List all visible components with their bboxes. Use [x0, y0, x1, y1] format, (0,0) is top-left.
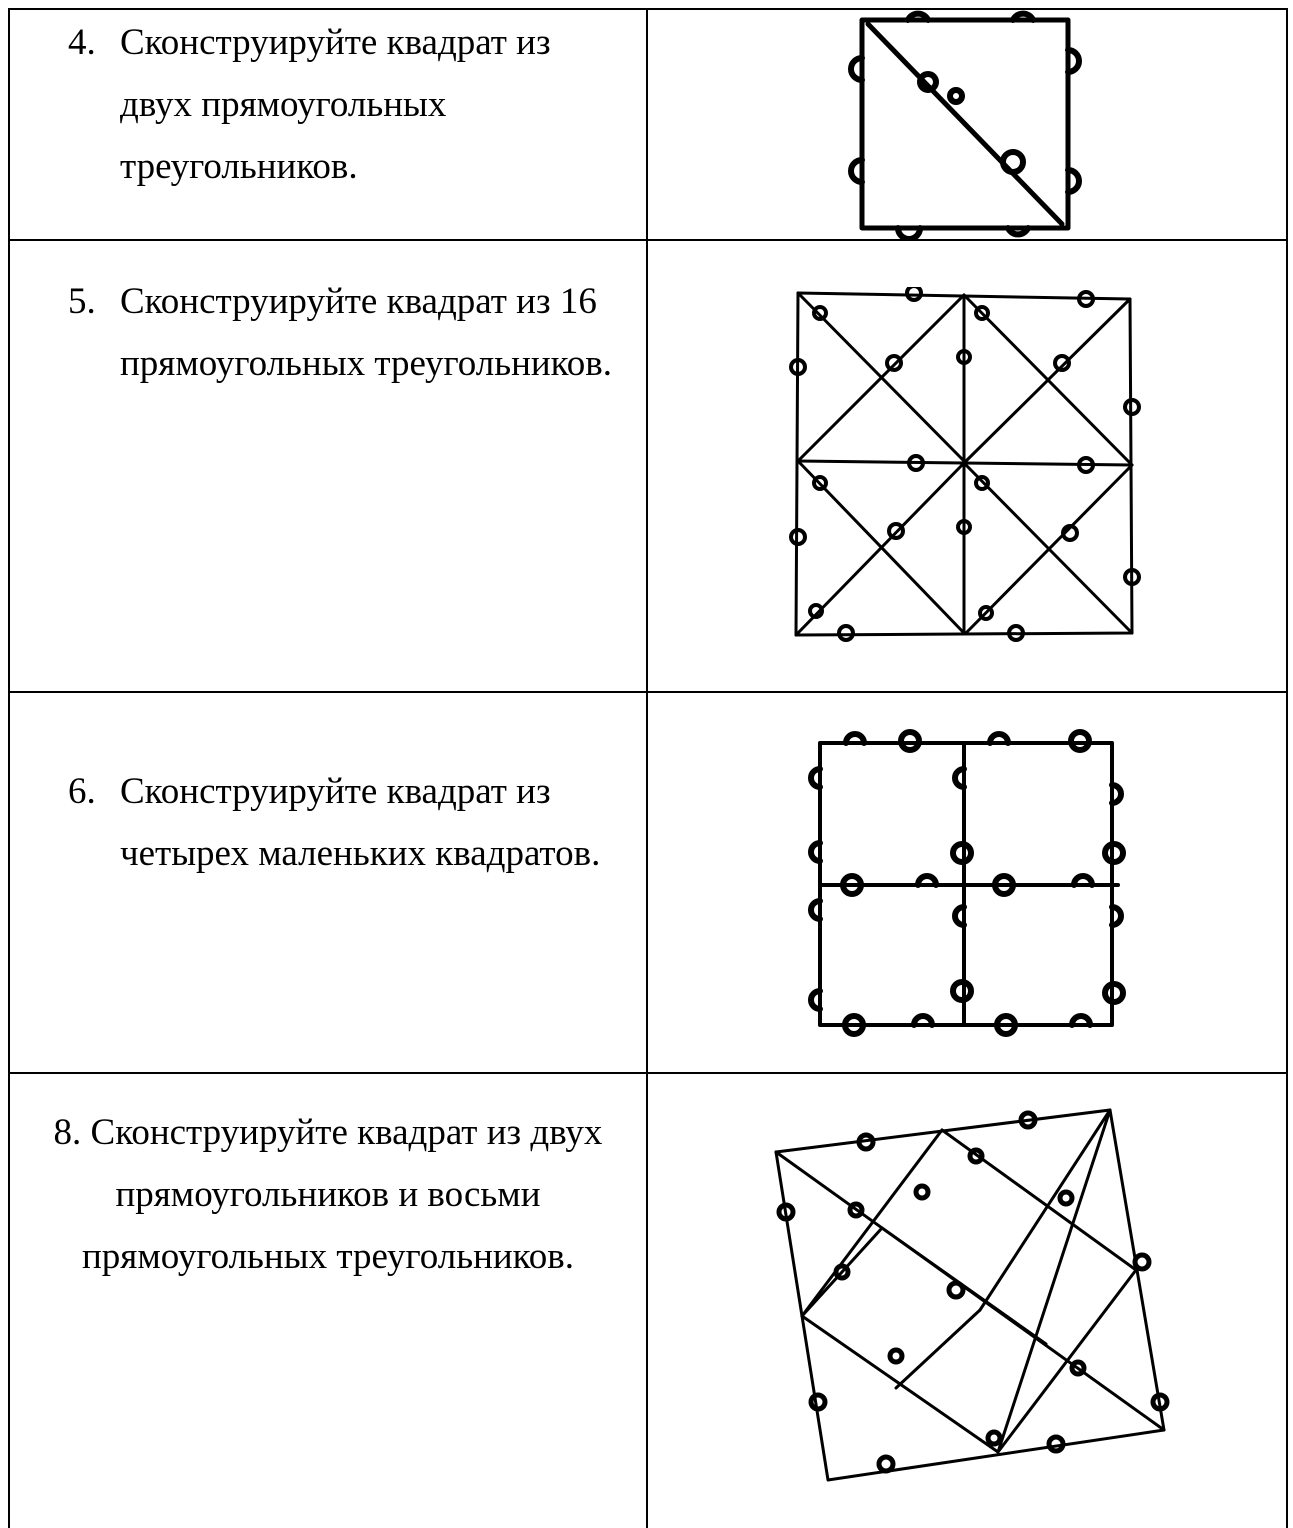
task-line: треугольников.	[120, 146, 358, 187]
column-divider	[646, 8, 648, 1528]
task-line: Сконструируйте квадрат из	[120, 771, 551, 812]
table-row: 5. Сконструируйте квадрат из 16 прямоуго…	[10, 241, 1286, 691]
task-number: 4.	[68, 22, 96, 63]
task-line: прямоугольников и восьми	[115, 1174, 541, 1215]
table-border-top	[8, 8, 1288, 10]
task-line: прямоугольных треугольников.	[120, 343, 612, 384]
task-line: Сконструируйте квадрат из 16	[120, 281, 597, 322]
task-line: 8. Сконструируйте квадрат из двух	[53, 1112, 603, 1153]
task-text: 4. Сконструируйте квадрат из двух прямоу…	[10, 12, 646, 198]
task-text: 8. Сконструируйте квадрат из двух прямоу…	[10, 1102, 646, 1288]
row-divider	[8, 239, 1288, 241]
task-line: Сконструируйте квадрат из	[120, 22, 551, 63]
row-divider	[8, 1072, 1288, 1074]
table-row: 4. Сконструируйте квадрат из двух прямоу…	[10, 10, 1286, 240]
task-line: четырех маленьких квадратов.	[120, 833, 601, 874]
square-sixteen-triangles-figure	[789, 287, 1141, 642]
table-row: 8. Сконструируйте квадрат из двух прямоу…	[10, 1074, 1286, 1528]
table-border-right	[1286, 8, 1288, 1528]
square-two-triangles-figure	[848, 10, 1082, 240]
task-line: прямоугольных треугольников.	[82, 1236, 574, 1277]
square-four-squares-figure	[808, 729, 1126, 1037]
task-number: 5.	[68, 281, 96, 322]
task-text: 5. Сконструируйте квадрат из 16 прямоуго…	[10, 271, 646, 395]
table-border-left	[8, 8, 10, 1528]
row-divider	[8, 691, 1288, 693]
square-rectangles-triangles-figure	[774, 1108, 1170, 1482]
task-line: двух прямоугольных	[120, 84, 447, 125]
task-text: 6. Сконструируйте квадрат из четырех мал…	[10, 761, 646, 885]
task-number: 6.	[68, 771, 96, 812]
table-row: 6. Сконструируйте квадрат из четырех мал…	[10, 693, 1286, 1072]
